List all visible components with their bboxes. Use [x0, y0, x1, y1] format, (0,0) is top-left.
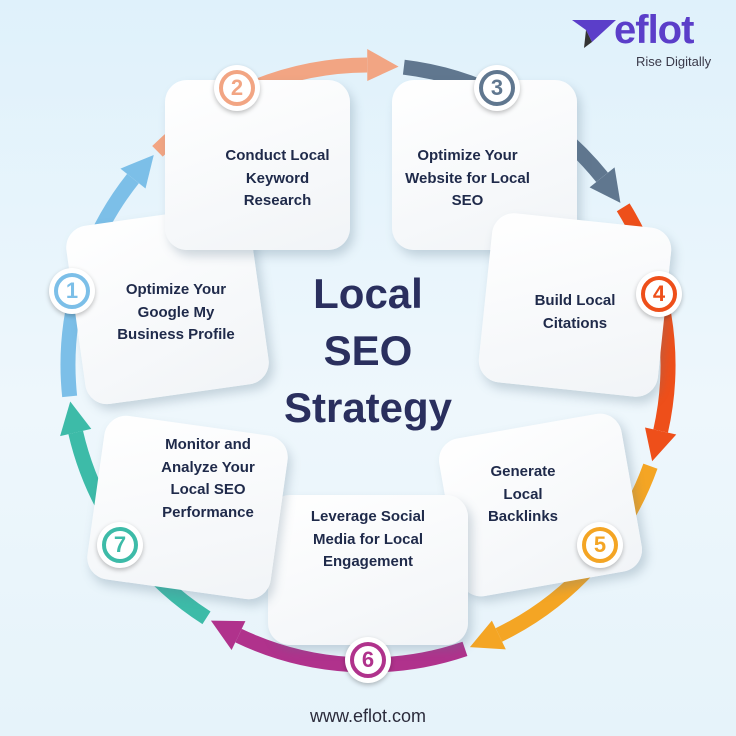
step-5-text: Generate Local Backlinks — [487, 463, 559, 525]
step-6-text: Leverage Social Media for Local Engageme… — [310, 508, 426, 570]
arrowhead-1 — [120, 154, 154, 189]
website-url: www.eflot.com — [309, 706, 427, 726]
step-2-text: Conduct Local Keyword Research — [225, 147, 330, 209]
logo-tagline: Rise Digitally — [636, 54, 712, 69]
step-2-number: 2 — [214, 65, 260, 111]
center-title: Local SEO Strategy — [258, 265, 478, 436]
step-5-number: 5 — [577, 522, 623, 568]
title-line-3: Strategy — [283, 384, 453, 431]
arrowhead-6 — [210, 620, 246, 651]
paper-plane-icon — [572, 20, 616, 48]
arrowhead-4 — [645, 427, 677, 462]
title-line-2: SEO — [323, 327, 413, 374]
step-3-number: 3 — [474, 65, 520, 111]
arrowhead-3 — [589, 167, 621, 203]
step-3-text: Optimize Your Website for Local SEO — [405, 147, 530, 209]
title-line-1: Local — [313, 270, 423, 317]
card-step-2 — [165, 80, 350, 250]
arrowhead-7 — [60, 401, 92, 437]
step-4-number: 4 — [636, 271, 682, 317]
step-4-text: Build Local Citations — [534, 292, 616, 332]
step-7-text: Monitor and Analyze Your Local SEO Perfo… — [161, 436, 255, 521]
logo-word: eflot — [614, 8, 694, 52]
step-1-text: Optimize Your Google My Business Profile — [117, 281, 235, 343]
card-step-6 — [268, 495, 468, 645]
step-7-number: 7 — [97, 522, 143, 568]
arrowhead-5 — [469, 620, 506, 650]
arrowhead-2 — [367, 49, 399, 82]
step-1-number: 1 — [49, 268, 95, 314]
step-6-number: 6 — [345, 637, 391, 683]
